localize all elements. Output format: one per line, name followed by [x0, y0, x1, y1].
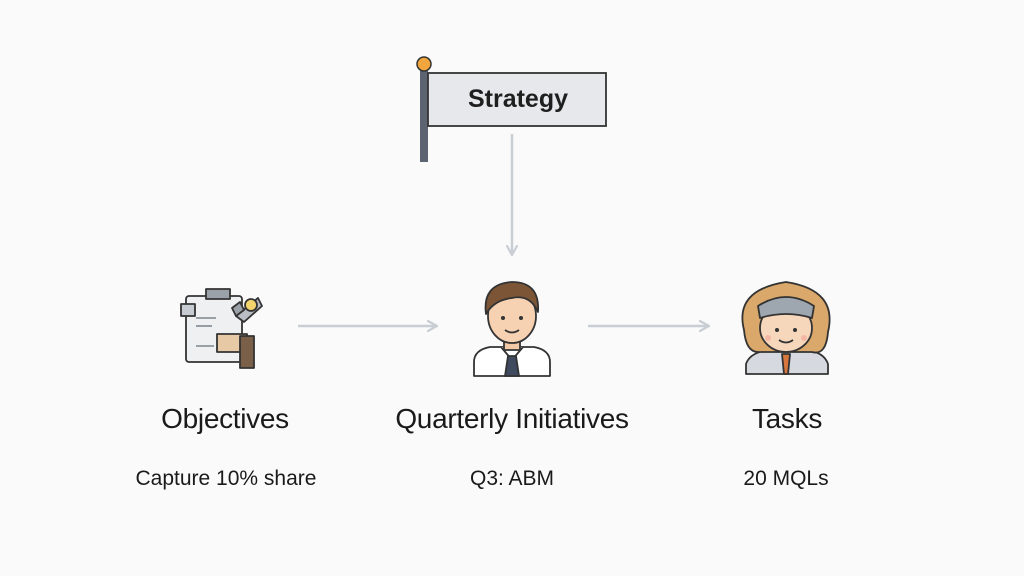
flag-pole: [420, 66, 428, 162]
objectives-subtitle: Capture 10% share: [135, 467, 317, 490]
businessman-avatar-icon: [473, 281, 551, 377]
strategy-flag: [416, 56, 607, 162]
objectives-title: Objectives: [161, 403, 289, 434]
strategy-label: Strategy: [467, 85, 569, 113]
initiatives-title: Quarterly Initiatives: [395, 403, 629, 434]
flag-banner: [427, 72, 607, 127]
flag-knob: [416, 56, 432, 72]
tasks-title: Tasks: [751, 403, 823, 434]
tasks-subtitle: 20 MQLs: [743, 467, 829, 490]
clipboard-tools-icon: [180, 288, 263, 369]
initiatives-subtitle: Q3: ABM: [469, 467, 555, 490]
woman-worker-avatar-icon: [741, 281, 831, 375]
